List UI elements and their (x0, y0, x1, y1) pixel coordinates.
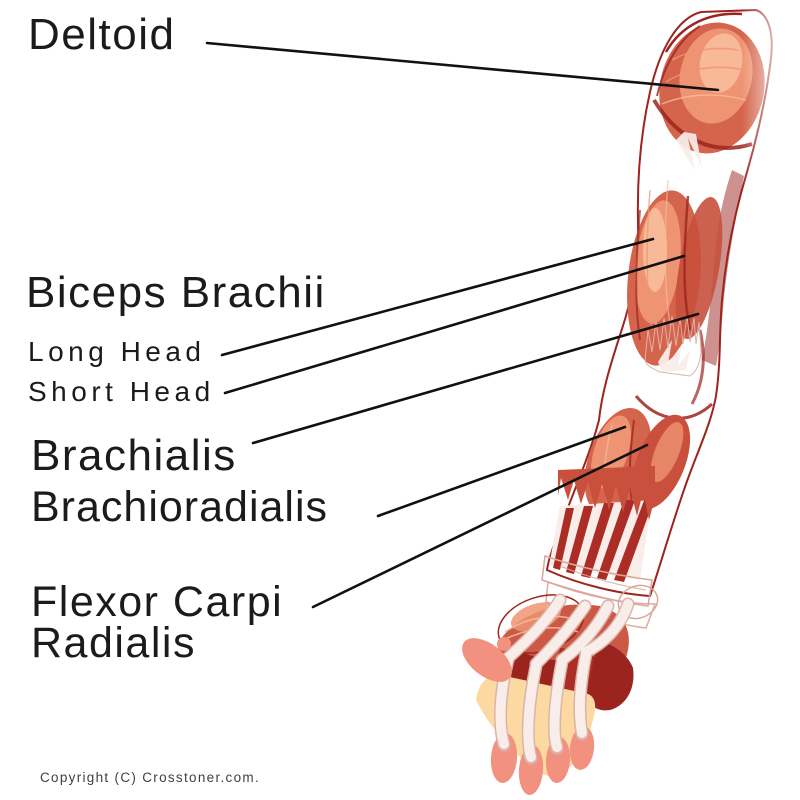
biceps-muscle (627, 179, 723, 372)
hand (462, 593, 635, 795)
wrist-band (541, 554, 659, 629)
edge-fade (742, 0, 800, 250)
thumb (462, 637, 512, 682)
label-biceps-brachii: Biceps Brachii (26, 268, 326, 317)
label-radialis: Radialis (31, 619, 196, 667)
leader-line-short-head (223, 254, 686, 395)
arm-silhouette (545, 8, 773, 598)
deltoid-muscle (652, 12, 765, 170)
label-brachioradialis: Brachioradialis (31, 483, 329, 531)
leader-line-brachialis (251, 312, 700, 445)
label-short-head: Short Head (28, 376, 215, 407)
label-flexor-carpi: Flexor Carpi (31, 578, 284, 626)
copyright-text: Copyright (C) Crosstoner.com. (40, 770, 261, 785)
leader-line-brachioradialis (376, 425, 627, 518)
leader-line-deltoid (205, 41, 720, 92)
forearm-muscles (549, 407, 691, 582)
leader-line-long-head (220, 237, 655, 357)
label-brachialis: Brachialis (31, 431, 237, 480)
leader-line-flexor-carpi-radialis (311, 443, 649, 609)
leader-lines (205, 41, 720, 609)
label-long-head: Long Head (28, 336, 206, 367)
triceps-shading (690, 170, 744, 405)
label-deltoid: Deltoid (28, 10, 176, 59)
